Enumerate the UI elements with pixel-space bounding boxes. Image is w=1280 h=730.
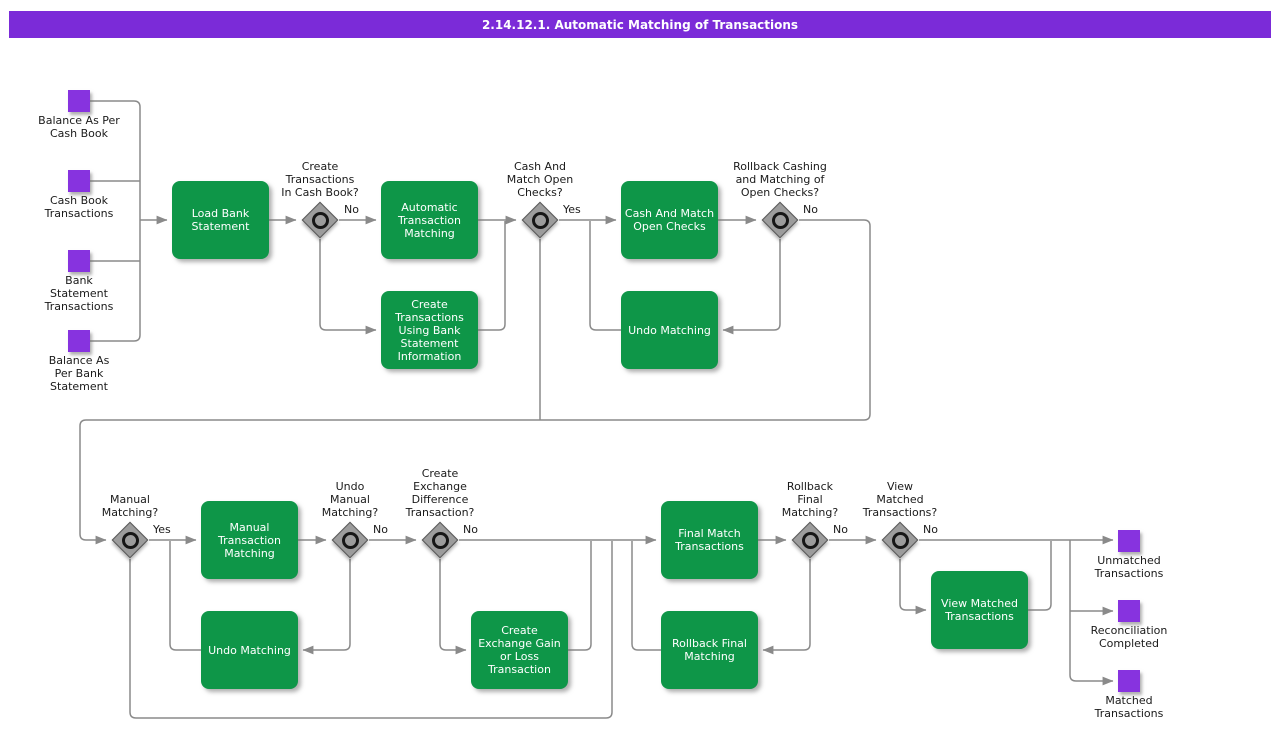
decision-create-transactions-in-cash-book xyxy=(301,201,339,239)
process-manual-transaction-matching: Manual Transaction Matching xyxy=(201,501,298,579)
data-object-label: Balance As Per Cash Book xyxy=(38,114,120,140)
process-undo-matching-bottom: Undo Matching xyxy=(201,611,298,689)
edge-d3-down-to-undo1 xyxy=(722,239,781,335)
decision-undo-manual-matching xyxy=(331,521,369,559)
decision-circle-icon xyxy=(531,211,549,229)
branch-label: No xyxy=(833,523,848,536)
decision-view-matched-transactions xyxy=(881,521,919,559)
process-automatic-transaction-matching: Automatic Transaction Matching xyxy=(381,181,478,259)
process-cash-and-match-open-checks: Cash And Match Open Checks xyxy=(621,181,718,259)
branch-label: No xyxy=(923,523,938,536)
data-object-balance-as-per-bank-statement xyxy=(68,330,90,352)
decision-rollback-final-matching xyxy=(791,521,829,559)
decision-circle-icon xyxy=(431,531,449,549)
data-object-label: Matched Transactions xyxy=(1094,694,1164,720)
data-object-label: Cash Book Transactions xyxy=(44,194,114,220)
branch-label: No xyxy=(803,203,818,216)
decision-circle-icon xyxy=(121,531,139,549)
branch-label: No xyxy=(463,523,478,536)
decision-question: Manual Matching? xyxy=(101,493,159,519)
edge-inputs-trunk xyxy=(90,100,141,342)
edge-d7-down-to-rollback xyxy=(762,559,811,655)
decision-question: View Matched Transactions? xyxy=(862,480,938,519)
edge-undo1-merge-up xyxy=(589,221,621,331)
decision-manual-matching xyxy=(111,521,149,559)
decision-circle-icon xyxy=(801,531,819,549)
data-object-bank-statement-transactions xyxy=(68,250,90,272)
decision-question: Cash And Match Open Checks? xyxy=(506,160,574,199)
decision-circle-icon xyxy=(771,211,789,229)
decision-question: Create Exchange Difference Transaction? xyxy=(405,467,475,519)
edge-view-merge-up xyxy=(1028,541,1052,611)
process-rollback-final-matching: Rollback Final Matching xyxy=(661,611,758,689)
decision-circle-icon xyxy=(341,531,359,549)
edge-create-trans-merge-up xyxy=(478,221,506,331)
data-object-balance-as-per-cash-book xyxy=(68,90,90,112)
decision-question: Rollback Final Matching? xyxy=(781,480,839,519)
diagram-title-bar: 2.14.12.1. Automatic Matching of Transac… xyxy=(9,11,1271,38)
edge-d5-down-to-undo2 xyxy=(302,559,351,655)
process-final-match-transactions: Final Match Transactions xyxy=(661,501,758,579)
edge-d1-down-to-create-trans xyxy=(319,239,377,335)
edge-exchange-merge-up xyxy=(568,541,592,651)
data-object-label: Balance As Per Bank Statement xyxy=(48,354,110,393)
process-view-matched-transactions: View Matched Transactions xyxy=(931,571,1028,649)
data-object-unmatched-transactions xyxy=(1118,530,1140,552)
decision-create-exchange-difference xyxy=(421,521,459,559)
data-object-label: Unmatched Transactions xyxy=(1094,554,1164,580)
edge-d8-down-to-view xyxy=(899,559,927,615)
data-object-label: Reconciliation Completed xyxy=(1090,624,1168,650)
decision-question: Create Transactions In Cash Book? xyxy=(281,160,359,199)
edge-d6-down-to-exchange xyxy=(439,559,467,655)
decision-question: Undo Manual Matching? xyxy=(321,480,379,519)
branch-label: Yes xyxy=(153,523,171,536)
decision-question: Rollback Cashing and Matching of Open Ch… xyxy=(733,160,827,199)
edge-undo2-merge-up xyxy=(169,541,201,651)
decision-cash-and-match-open-checks xyxy=(521,201,559,239)
branch-label: Yes xyxy=(563,203,581,216)
data-object-matched-transactions xyxy=(1118,670,1140,692)
decision-circle-icon xyxy=(891,531,909,549)
data-object-cash-book-transactions xyxy=(68,170,90,192)
process-create-transactions-using-bank-statement: Create Transactions Using Bank Statement… xyxy=(381,291,478,369)
decision-rollback-cashing-and-matching xyxy=(761,201,799,239)
edge-d4-down-bottom xyxy=(129,541,613,719)
data-object-reconciliation-completed xyxy=(1118,600,1140,622)
diagram-title: 2.14.12.1. Automatic Matching of Transac… xyxy=(481,17,799,32)
edge-d3-no-long-to-d4 xyxy=(79,219,871,545)
edge-rollback-final-merge-up xyxy=(631,541,661,651)
edge-down-to-matched xyxy=(1069,540,1114,686)
process-load-bank-statement: Load Bank Statement xyxy=(172,181,269,259)
decision-circle-icon xyxy=(311,211,329,229)
branch-label: No xyxy=(373,523,388,536)
data-object-label: Bank Statement Transactions xyxy=(44,274,114,313)
process-undo-matching-top: Undo Matching xyxy=(621,291,718,369)
process-create-exchange-gain-or-loss: Create Exchange Gain or Loss Transaction xyxy=(471,611,568,689)
branch-label: No xyxy=(344,203,359,216)
